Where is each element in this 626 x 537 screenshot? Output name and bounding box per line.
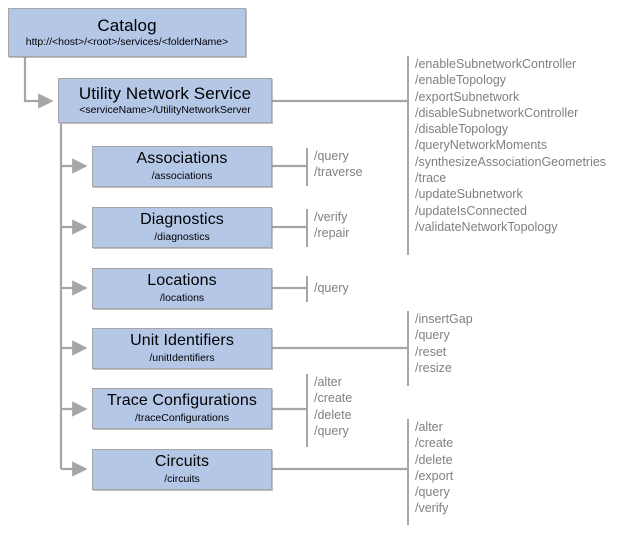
node-locations-title: Locations — [147, 272, 217, 290]
node-trace-configurations-path: /traceConfigurations — [135, 411, 229, 424]
node-circuits-path: /circuits — [164, 472, 200, 485]
node-circuits[interactable]: Circuits /circuits — [92, 449, 272, 490]
operation-item[interactable]: /insertGap — [415, 312, 473, 326]
operation-item[interactable]: /query — [415, 485, 450, 500]
operation-item[interactable]: /traverse — [314, 165, 363, 180]
node-utility-network-service-path: <serviceName>/UtilityNetworkServer — [79, 104, 251, 117]
oplist-utility-network-service: /enableSubnetworkController /enableTopol… — [415, 56, 606, 235]
operation-item[interactable]: /delete — [415, 452, 453, 467]
node-catalog-title: Catalog — [97, 15, 157, 35]
oplist-associations: /query /traverse — [314, 148, 363, 181]
operation-item[interactable]: /query — [415, 328, 450, 343]
node-locations[interactable]: Locations /locations — [92, 268, 272, 309]
node-circuits-title: Circuits — [154, 453, 210, 471]
operation-item[interactable]: /verify — [415, 501, 449, 516]
node-diagnostics-path: /diagnostics — [154, 230, 210, 243]
operation-item[interactable]: /query — [314, 281, 349, 295]
operation-item[interactable]: /resize — [415, 360, 452, 375]
operation-item[interactable]: /delete — [314, 407, 352, 422]
oplist-trace-configurations: /alter /create /delete /query — [314, 374, 352, 439]
operation-item[interactable]: /export — [415, 468, 454, 483]
node-associations[interactable]: Associations /associations — [92, 146, 272, 187]
operation-item[interactable]: /reset — [415, 344, 447, 359]
oplist-circuits: /alter /create /delete /export /query /v… — [415, 419, 453, 517]
node-unit-identifiers-title: Unit Identifiers — [130, 332, 234, 350]
operation-item[interactable]: /trace — [415, 171, 447, 186]
operation-item[interactable]: /synthesizeAssociationGeometries — [415, 154, 607, 169]
operation-item[interactable]: /validateNetworkTopology — [415, 219, 558, 234]
wire-catalog-to-service — [23, 57, 54, 109]
oplist-diagnostics: /verify /repair — [314, 209, 349, 242]
node-diagnostics[interactable]: Diagnostics /diagnostics — [92, 207, 272, 248]
operation-item[interactable]: /create — [415, 436, 454, 451]
node-trace-configurations[interactable]: Trace Configurations /traceConfiguration… — [92, 388, 272, 429]
operation-item[interactable]: /disableTopology — [415, 122, 509, 137]
operation-item[interactable]: /exportSubnetwork — [415, 89, 520, 104]
node-unit-identifiers-path: /unitIdentifiers — [149, 351, 215, 364]
node-diagnostics-title: Diagnostics — [140, 211, 224, 229]
operation-item[interactable]: /enableTopology — [415, 73, 507, 88]
oplist-unit-identifiers: /insertGap /query /reset /resize — [415, 311, 473, 376]
node-catalog-path: http://<host>/<root>/services/<folderNam… — [25, 36, 229, 49]
operation-item[interactable]: /updateSubnetwork — [415, 187, 523, 202]
operation-item[interactable]: /create — [314, 391, 353, 406]
node-unit-identifiers[interactable]: Unit Identifiers /unitIdentifiers — [92, 328, 272, 369]
operation-item[interactable]: /updateIsConnected — [415, 203, 527, 218]
operation-item[interactable]: /alter — [415, 420, 443, 434]
node-associations-path: /associations — [151, 169, 213, 182]
operation-item[interactable]: /alter — [314, 375, 342, 389]
operation-item[interactable]: /verify — [314, 210, 348, 224]
operation-item[interactable]: /enableSubnetworkController — [415, 57, 577, 71]
oplist-locations: /query — [314, 280, 349, 296]
node-utility-network-service-title: Utility Network Service — [78, 83, 252, 103]
operation-item[interactable]: /query — [314, 423, 349, 438]
node-trace-configurations-title: Trace Configurations — [107, 392, 257, 410]
operation-item[interactable]: /queryNetworkMoments — [415, 138, 547, 153]
node-associations-title: Associations — [136, 150, 228, 168]
node-utility-network-service[interactable]: Utility Network Service <serviceName>/Ut… — [58, 78, 272, 123]
operation-item[interactable]: /repair — [314, 226, 350, 241]
node-locations-path: /locations — [159, 291, 205, 304]
operation-item[interactable]: /disableSubnetworkController — [415, 105, 579, 120]
operation-item[interactable]: /query — [314, 149, 349, 163]
node-catalog[interactable]: Catalog http://<host>/<root>/services/<f… — [8, 8, 246, 57]
